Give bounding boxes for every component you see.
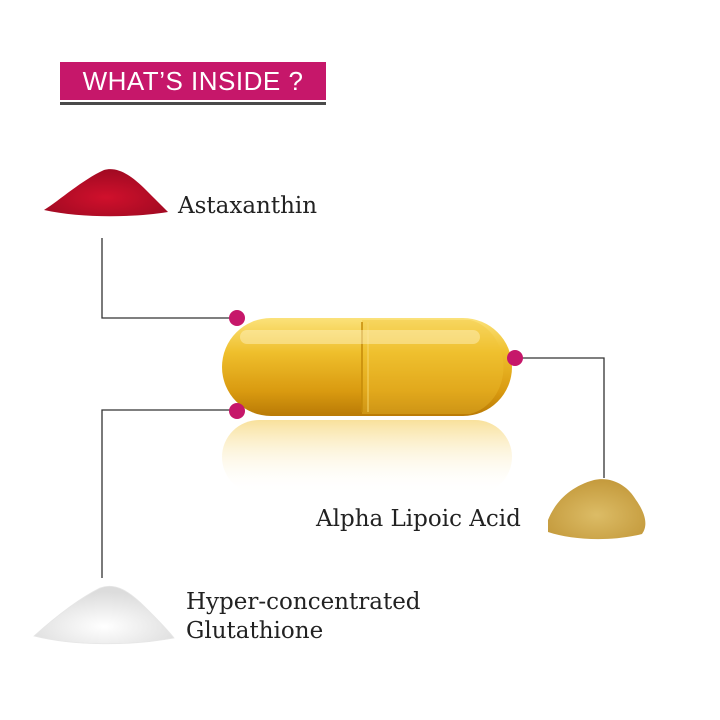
ingredient-label-glutathione-line1: Hyper-concentrated [186,589,421,615]
ingredient-label-astaxanthin: Astaxanthin [178,193,318,219]
ingredient-label-glutathione: Hyper-concentrated Glutathione [186,588,421,646]
capsule [222,318,512,416]
astaxanthin-powder [44,169,168,217]
connector-line-alpha-lipoic [516,357,605,478]
alpha-lipoic-powder [548,479,646,540]
ingredient-label-glutathione-line2: Glutathione [186,618,324,644]
section-header: WHAT’S INSIDE ? [60,62,326,105]
section-title: WHAT’S INSIDE ? [60,62,326,100]
marker-dot-glutathione [229,403,245,419]
glutathione-powder [33,585,175,645]
ingredient-label-alpha-lipoic-acid: Alpha Lipoic Acid [316,506,521,532]
capsule-reflection [222,420,512,494]
marker-dot-alpha-lipoic [507,350,523,366]
connector-line-astaxanthin [101,238,236,319]
connector-line-glutathione [101,409,236,578]
marker-dot-astaxanthin [229,310,245,326]
